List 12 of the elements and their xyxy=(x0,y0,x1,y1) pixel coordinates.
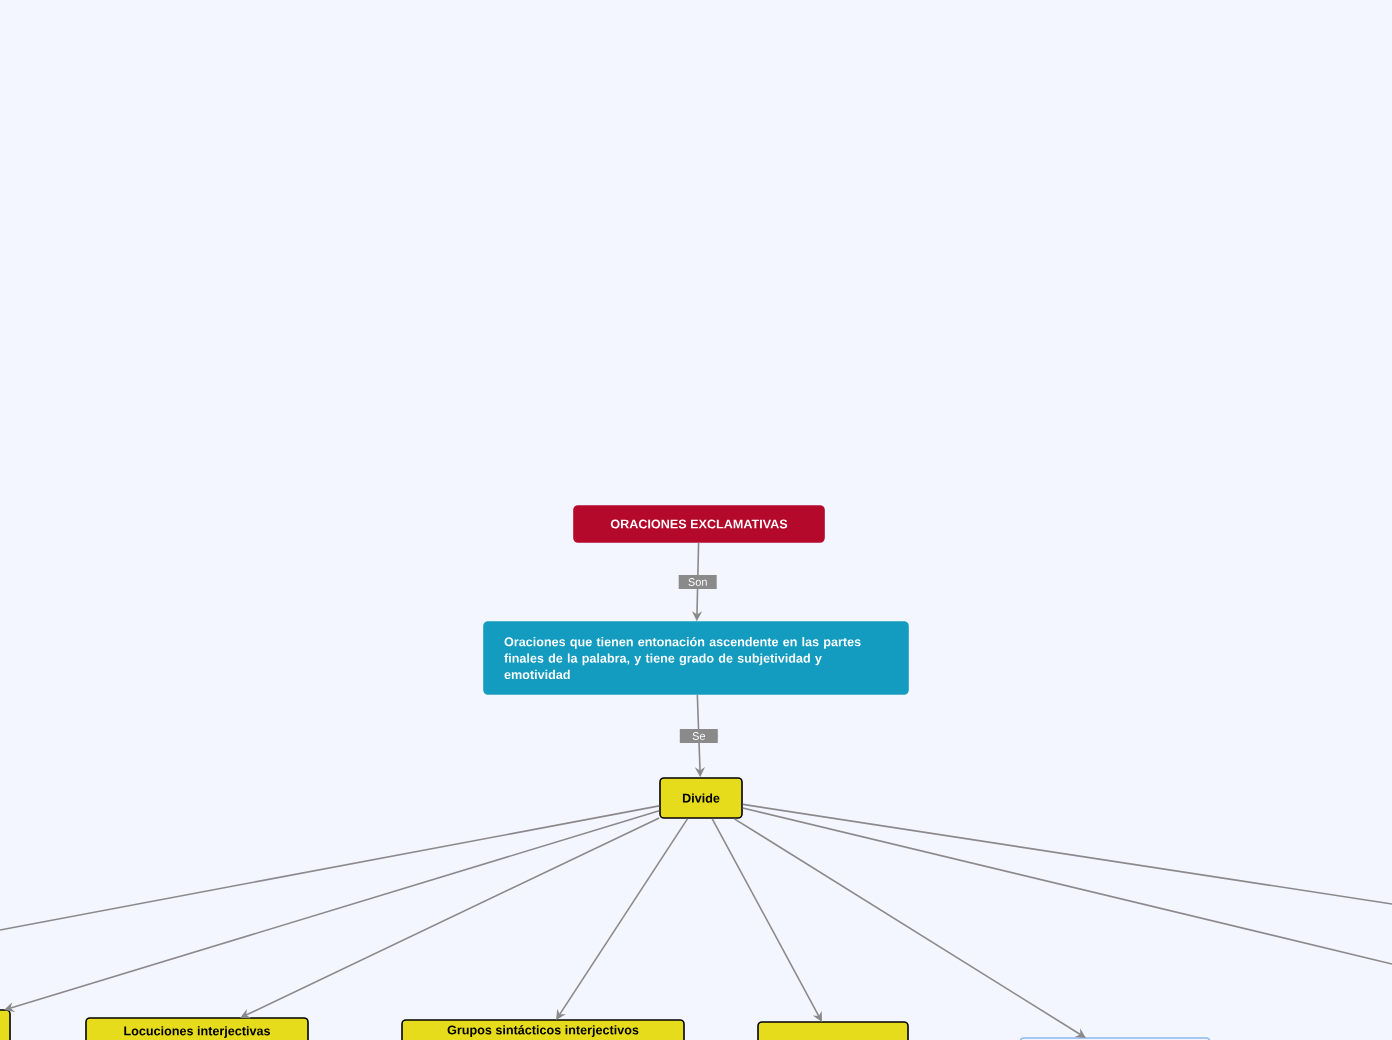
topic-box xyxy=(573,505,825,543)
topic-box xyxy=(0,1009,11,1040)
topic-box xyxy=(757,1021,909,1040)
topic-box xyxy=(483,621,909,695)
arrow xyxy=(240,817,660,1019)
topic-box xyxy=(659,777,743,819)
topic-box xyxy=(85,1017,309,1040)
arrow xyxy=(733,818,1086,1038)
arrow xyxy=(711,818,822,1022)
arrow xyxy=(556,818,689,1020)
topic-box xyxy=(401,1019,685,1040)
arrow xyxy=(4,809,660,1012)
